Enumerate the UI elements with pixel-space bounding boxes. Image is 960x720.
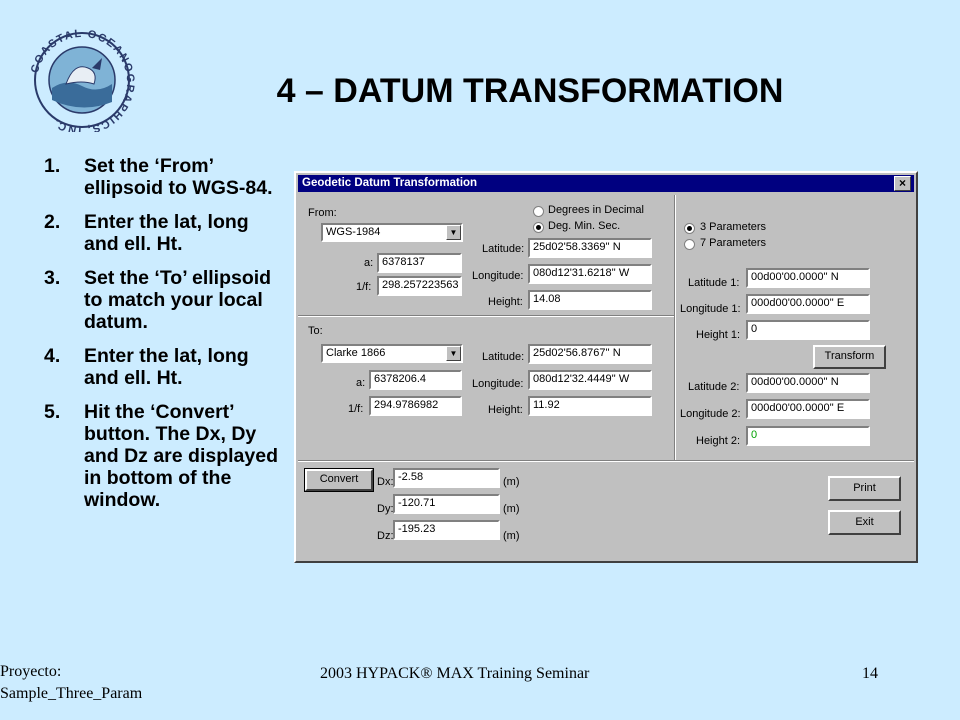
from-ellipsoid-select[interactable]: WGS-1984 ▼ bbox=[321, 223, 463, 242]
degrees-decimal-label: Degrees in Decimal bbox=[548, 204, 644, 216]
from-ellipsoid-value: WGS-1984 bbox=[326, 226, 381, 238]
dx-unit: (m) bbox=[503, 476, 520, 488]
to-ellipsoid-value: Clarke 1866 bbox=[326, 347, 386, 359]
step-number: 5. bbox=[44, 401, 61, 423]
step-number: 2. bbox=[44, 211, 61, 233]
page-number: 14 bbox=[862, 665, 878, 682]
convert-button[interactable]: Convert bbox=[304, 468, 374, 492]
dialog-titlebar: Geodetic Datum Transformation × bbox=[298, 175, 914, 192]
to-lat-label: Latitude: bbox=[482, 351, 525, 363]
to-f-field[interactable]: 294.9786982 bbox=[369, 396, 462, 416]
seven-parameters-label: 7 Parameters bbox=[700, 237, 767, 249]
from-longitude-field[interactable]: 080d12'31.6218'' W bbox=[528, 264, 652, 284]
slide-title: 4 – DATUM TRANSFORMATION bbox=[276, 72, 784, 110]
step-text: Set the ‘To’ ellipsoid to match your loc… bbox=[84, 267, 272, 333]
exit-button[interactable]: Exit bbox=[828, 510, 901, 535]
point1-lon-label: Longitude 1: bbox=[680, 303, 741, 315]
dy-label: Dy: bbox=[377, 503, 394, 515]
to-longitude-field[interactable]: 080d12'32.4449'' W bbox=[528, 370, 652, 390]
step-text: Enter the lat, long and ell. Ht. bbox=[84, 211, 249, 255]
point2-lat-label: Latitude 2: bbox=[688, 381, 740, 393]
step-number: 1. bbox=[44, 155, 61, 177]
chevron-down-icon[interactable]: ▼ bbox=[446, 346, 461, 361]
to-latitude-field[interactable]: 25d02'56.8767'' N bbox=[528, 344, 652, 364]
from-lon-label: Longitude: bbox=[472, 270, 524, 282]
point1-latitude-field[interactable]: 00d00'00.0000'' N bbox=[746, 268, 870, 288]
step-text: Hit the ‘Convert’ button. The Dx, Dy and… bbox=[84, 401, 278, 511]
to-f-label: 1/f: bbox=[348, 403, 364, 415]
point1-height-field[interactable]: 0 bbox=[746, 320, 870, 340]
footer-project-name: Sample_Three_Param bbox=[0, 685, 143, 702]
point1-height-label: Height 1: bbox=[696, 329, 741, 341]
dx-label: Dx: bbox=[377, 476, 394, 488]
step-text: Enter the lat, long and ell. Ht. bbox=[84, 345, 249, 389]
dy-unit: (m) bbox=[503, 503, 520, 515]
step-item: 4. Enter the lat, long and ell. Ht. bbox=[40, 345, 280, 389]
step-number: 3. bbox=[44, 267, 61, 289]
dz-field[interactable]: -195.23 bbox=[393, 520, 500, 540]
to-lon-label: Longitude: bbox=[472, 378, 524, 390]
point1-longitude-field[interactable]: 000d00'00.0000'' E bbox=[746, 294, 870, 314]
chevron-down-icon[interactable]: ▼ bbox=[446, 225, 461, 240]
dz-label: Dz: bbox=[377, 530, 394, 542]
from-latitude-field[interactable]: 25d02'58.3369'' N bbox=[528, 238, 652, 258]
three-parameters-label: 3 Parameters bbox=[700, 221, 767, 233]
to-a-label: a: bbox=[356, 377, 366, 389]
step-item: 5. Hit the ‘Convert’ button. The Dx, Dy a… bbox=[40, 401, 280, 511]
to-height-label: Height: bbox=[488, 404, 523, 416]
step-number: 4. bbox=[44, 345, 61, 367]
seven-parameters-radio[interactable] bbox=[684, 239, 695, 250]
horizontal-divider bbox=[298, 460, 914, 462]
point2-lon-label: Longitude 2: bbox=[680, 408, 741, 420]
dz-unit: (m) bbox=[503, 530, 520, 542]
print-button[interactable]: Print bbox=[828, 476, 901, 501]
from-a-field[interactable]: 6378137 bbox=[377, 253, 462, 273]
degrees-decimal-radio[interactable] bbox=[533, 206, 544, 217]
from-height-field[interactable]: 14.08 bbox=[528, 290, 652, 310]
point2-latitude-field[interactable]: 00d00'00.0000'' N bbox=[746, 373, 870, 393]
point2-height-label: Height 2: bbox=[696, 435, 741, 447]
datum-transformation-dialog: Geodetic Datum Transformation × Degrees … bbox=[294, 171, 918, 563]
step-item: 2. Enter the lat, long and ell. Ht. bbox=[40, 211, 280, 255]
transform-button[interactable]: Transform bbox=[813, 345, 886, 369]
point1-lat-label: Latitude 1: bbox=[688, 277, 740, 289]
to-ellipsoid-select[interactable]: Clarke 1866 ▼ bbox=[321, 344, 463, 363]
from-f-field[interactable]: 298.257223563 bbox=[377, 276, 462, 296]
point2-height-field[interactable]: 0 bbox=[746, 426, 870, 446]
from-height-label: Height: bbox=[488, 296, 523, 308]
footer-seminar: 2003 HYPACK® MAX Training Seminar bbox=[320, 665, 590, 682]
from-a-label: a: bbox=[364, 257, 374, 269]
step-item: 1. Set the ‘From’ ellipsoid to WGS-84. bbox=[40, 155, 280, 199]
deg-min-sec-radio[interactable] bbox=[533, 222, 544, 233]
coastal-oceanographics-logo: COASTAL OCEANOGRAPHICS, INC. bbox=[29, 28, 135, 132]
from-f-label: 1/f: bbox=[356, 281, 372, 293]
dx-field[interactable]: -2.58 bbox=[393, 468, 500, 488]
from-lat-label: Latitude: bbox=[482, 243, 525, 255]
vertical-divider bbox=[674, 195, 676, 461]
steps-list: 1. Set the ‘From’ ellipsoid to WGS-84. 2.… bbox=[40, 155, 280, 523]
footer-project-label: Proyecto: bbox=[0, 663, 62, 680]
three-parameters-radio[interactable] bbox=[684, 223, 695, 234]
to-a-field[interactable]: 6378206.4 bbox=[369, 370, 462, 390]
step-item: 3. Set the ‘To’ ellipsoid to match your l… bbox=[40, 267, 280, 333]
point2-longitude-field[interactable]: 000d00'00.0000'' E bbox=[746, 399, 870, 419]
step-text: Set the ‘From’ ellipsoid to WGS-84. bbox=[84, 155, 273, 199]
deg-min-sec-label: Deg. Min. Sec. bbox=[548, 220, 621, 232]
to-height-field[interactable]: 11.92 bbox=[528, 396, 652, 416]
to-label: To: bbox=[308, 325, 323, 337]
from-label: From: bbox=[308, 207, 337, 219]
dialog-title: Geodetic Datum Transformation bbox=[302, 177, 478, 189]
horizontal-divider bbox=[298, 315, 674, 317]
close-button[interactable]: × bbox=[894, 176, 911, 191]
dy-field[interactable]: -120.71 bbox=[393, 494, 500, 514]
